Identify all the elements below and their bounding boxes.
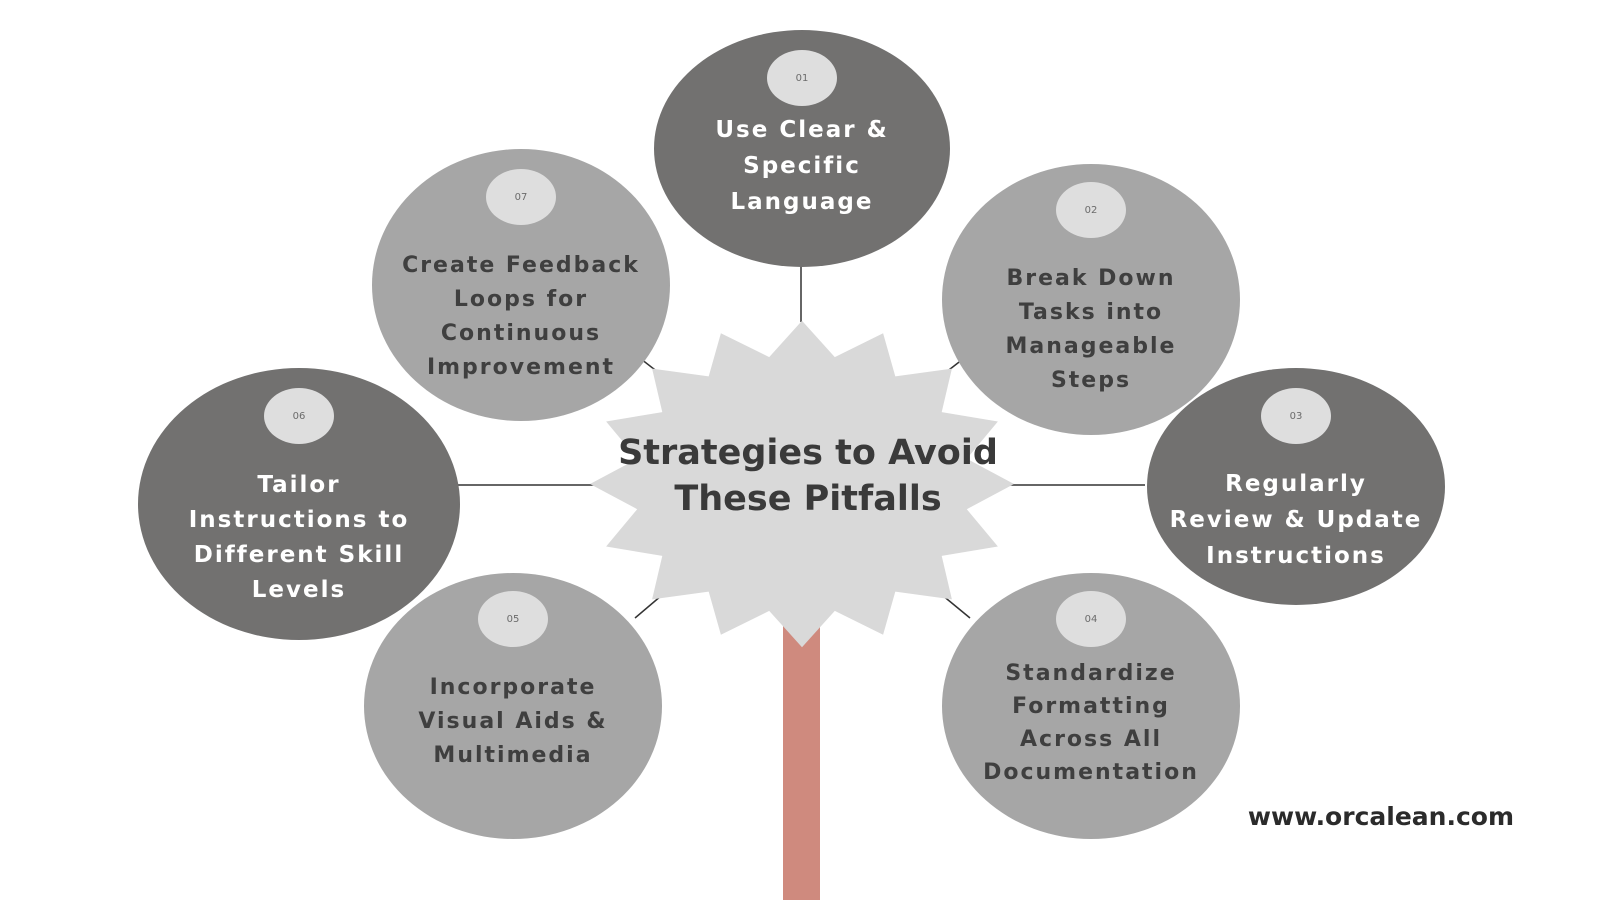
strategy-label-03: Regularly Review & Update Instructions bbox=[1169, 471, 1423, 569]
step-number-badge-01: 01 bbox=[767, 50, 837, 106]
strategy-01: 01 Use Clear & Specific Language bbox=[654, 30, 950, 267]
website-url: www.orcalean.com bbox=[1247, 802, 1514, 831]
center-starburst bbox=[590, 320, 1014, 648]
strategy-label-01: Use Clear & Specific Language bbox=[715, 117, 889, 215]
step-number-badge-05: 05 bbox=[478, 591, 548, 647]
step-number-badge-02: 02 bbox=[1056, 182, 1126, 238]
step-number-badge-06: 06 bbox=[264, 388, 334, 444]
center-title: Strategies to Avoid These Pitfalls bbox=[618, 433, 998, 519]
strategy-label-02: Break Down Tasks into Manageable Steps bbox=[1005, 266, 1177, 393]
strategy-label-06: Tailor Instructions to Different Skill L… bbox=[188, 472, 410, 603]
step-number-badge-07: 07 bbox=[486, 169, 556, 225]
step-number-badge-04: 04 bbox=[1056, 591, 1126, 647]
stem bbox=[783, 620, 820, 900]
strategy-label-07: Create Feedback Loops for Continuous Imp… bbox=[402, 253, 640, 380]
strategy-02: 02 Break Down Tasks into Manageable Step… bbox=[942, 164, 1240, 435]
strategy-05: 05 Incorporate Visual Aids & Multimedia bbox=[364, 573, 662, 839]
strategy-label-05: Incorporate Visual Aids & Multimedia bbox=[418, 675, 608, 768]
strategy-06: 06 Tailor Instructions to Different Skil… bbox=[138, 368, 460, 640]
step-number-badge-03: 03 bbox=[1261, 388, 1331, 444]
strategy-07: 07 Create Feedback Loops for Continuous … bbox=[372, 149, 670, 421]
strategy-03: 03 Regularly Review & Update Instruction… bbox=[1147, 368, 1445, 605]
strategy-label-04: Standardize Formatting Across All Docume… bbox=[983, 661, 1199, 785]
strategy-04: 04 Standardize Formatting Across All Doc… bbox=[942, 573, 1240, 839]
